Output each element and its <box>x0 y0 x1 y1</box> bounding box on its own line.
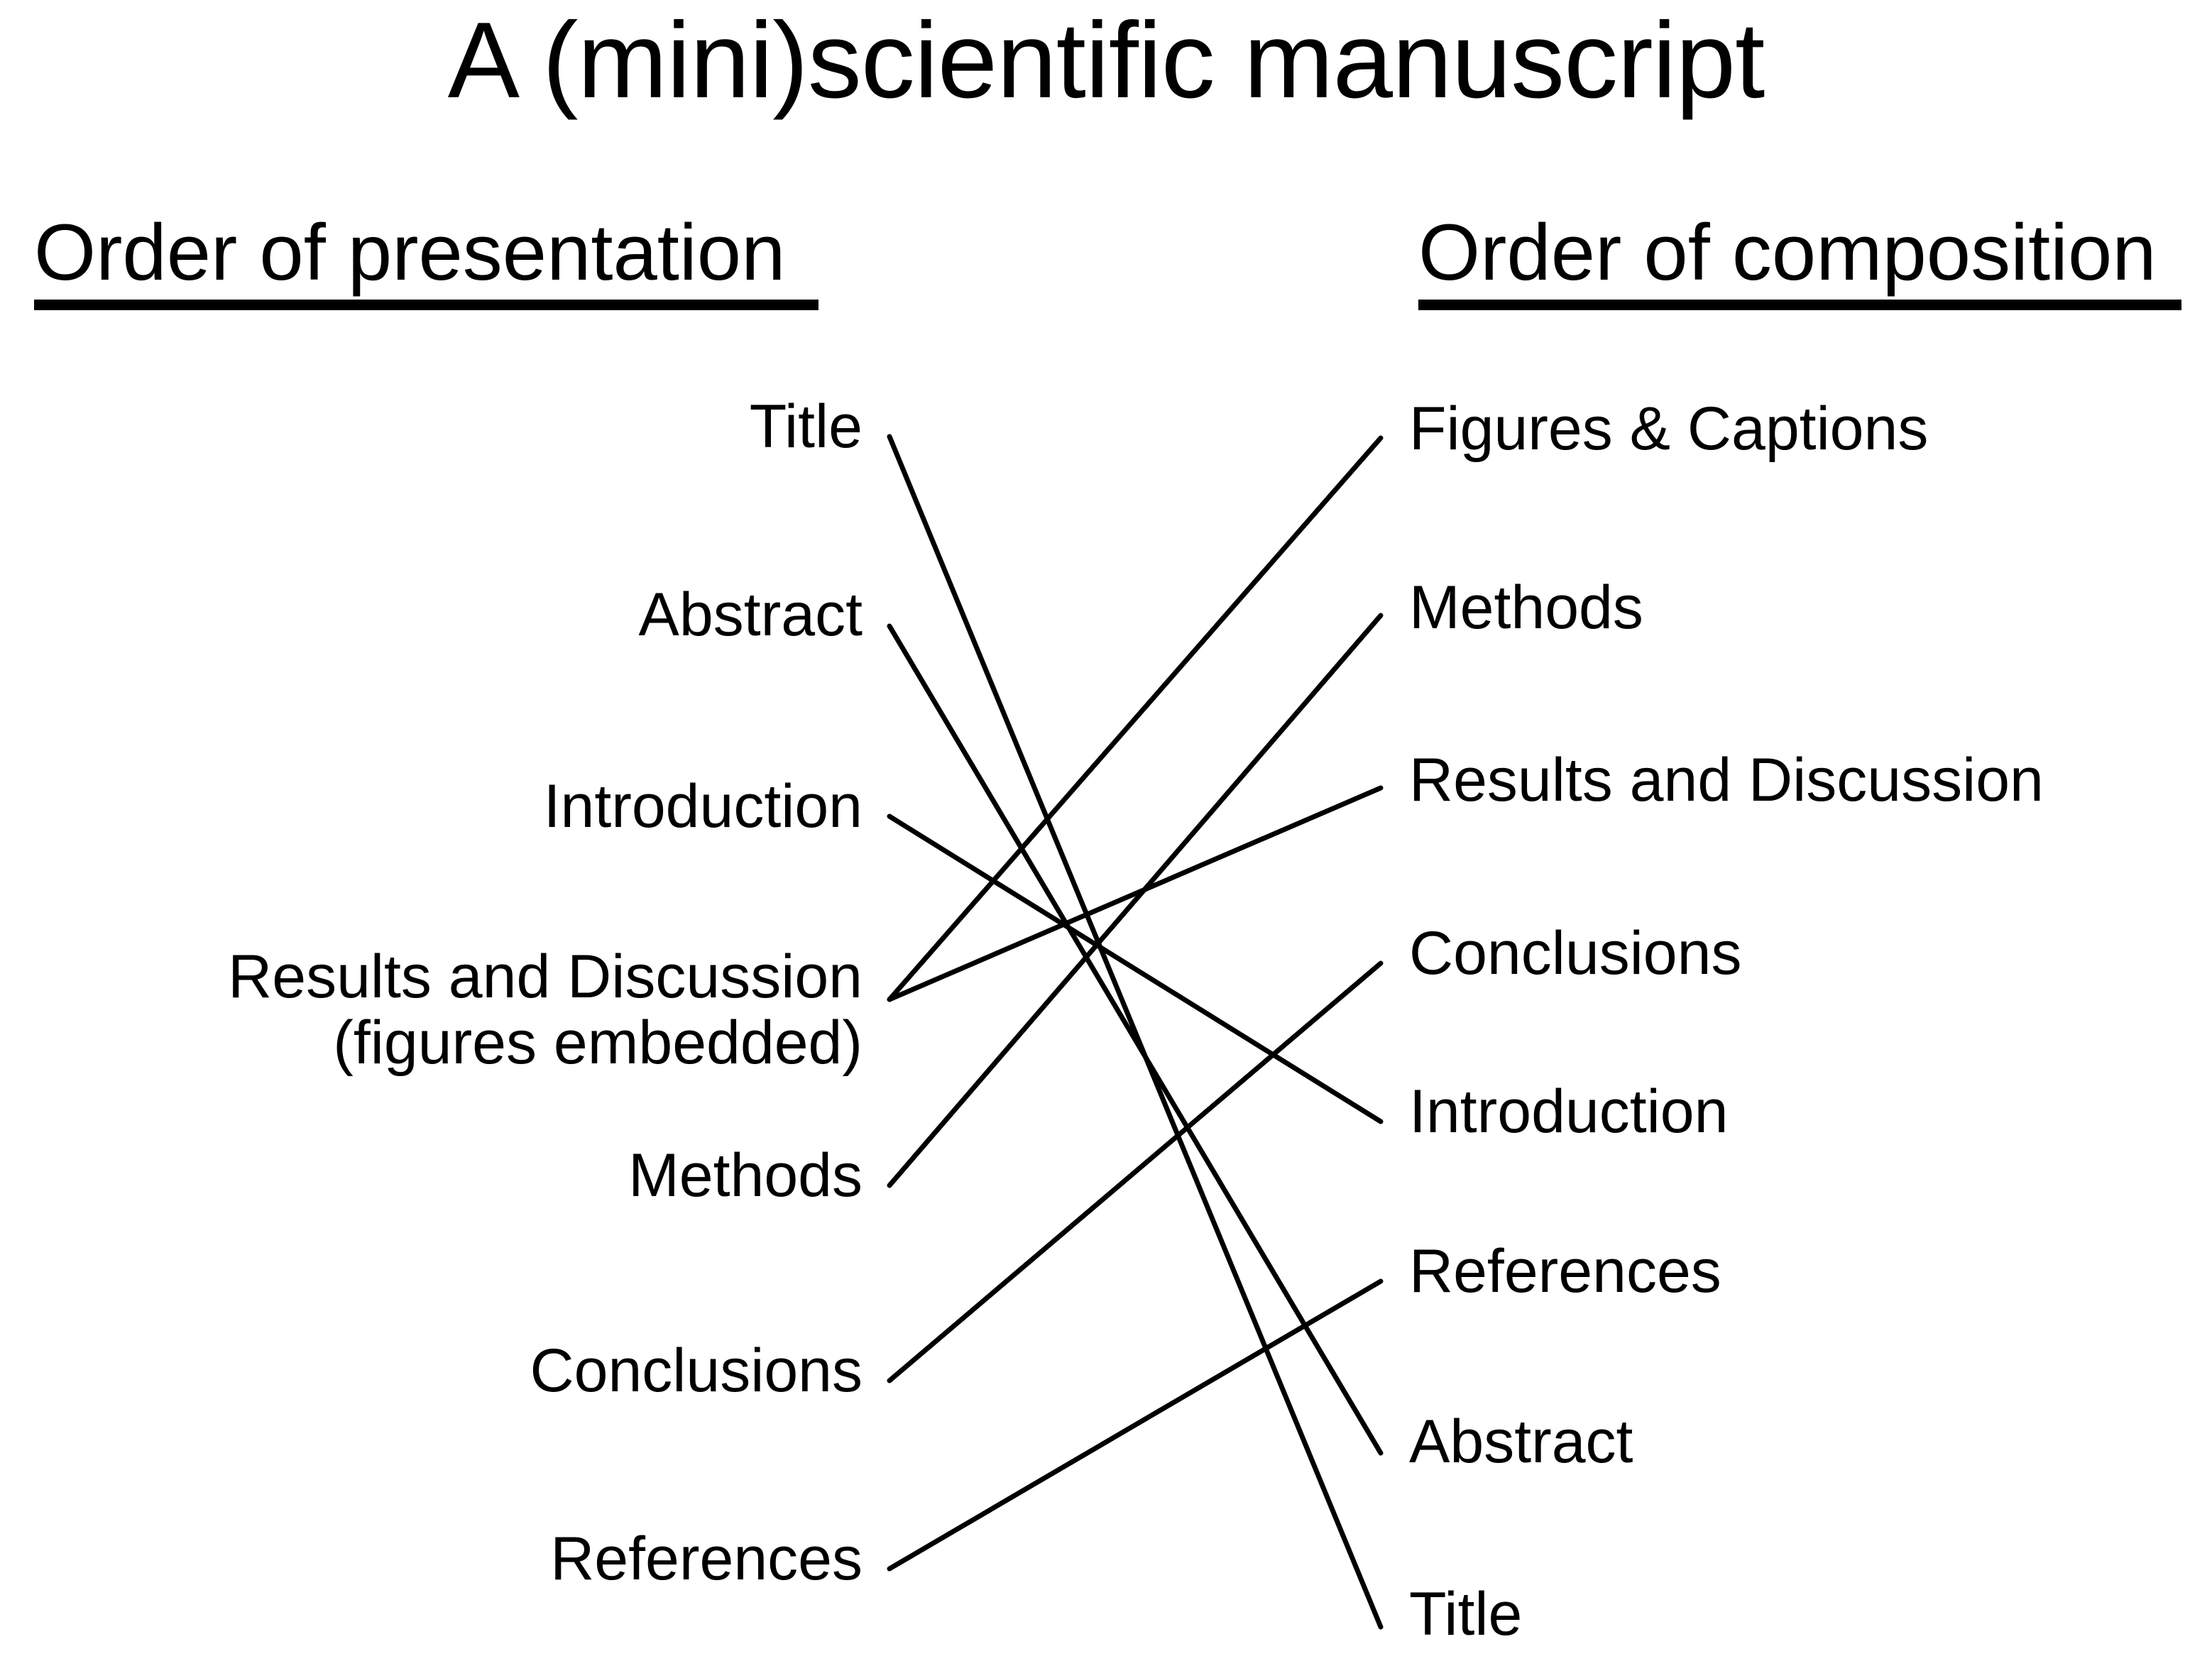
left-item-label: Conclusions <box>530 1337 863 1405</box>
left-item-label: Results and Discussion <box>228 943 863 1011</box>
connector-line <box>887 435 1384 1002</box>
right-item-methods[interactable]: Methods <box>1409 575 1643 641</box>
right-item-label: Figures & Captions <box>1409 395 1929 463</box>
left-item-label: Methods <box>628 1141 863 1210</box>
connector-line <box>887 960 1384 1383</box>
right-item-introduction[interactable]: Introduction <box>1409 1079 1728 1145</box>
right-item-label: Abstract <box>1409 1408 1633 1476</box>
right-item-figures-and-captions[interactable]: Figures & Captions <box>1409 396 1928 462</box>
right-item-abstract[interactable]: Abstract <box>1409 1409 1633 1475</box>
connector-line <box>887 785 1384 1002</box>
connector-line <box>887 613 1384 1188</box>
connector-line <box>887 434 1384 1630</box>
right-item-title[interactable]: Title <box>1409 1582 1522 1648</box>
right-item-label: Title <box>1409 1580 1523 1648</box>
left-item-label: Title <box>749 393 863 461</box>
connector-line <box>887 623 1384 1456</box>
column-heading-order-of-presentation: Order of presentation <box>34 213 818 310</box>
column-heading-right-text: Order of composition <box>1418 208 2157 297</box>
column-heading-right-underline <box>1418 300 2181 310</box>
left-item-label: Introduction <box>543 772 863 840</box>
left-item-conclusions[interactable]: Conclusions <box>530 1338 863 1404</box>
connector-line <box>887 1278 1384 1572</box>
page-title: A (mini)scientific manuscript <box>447 0 1765 121</box>
column-heading-left-text: Order of presentation <box>34 208 786 297</box>
right-item-references[interactable]: References <box>1409 1239 1721 1305</box>
left-item-methods[interactable]: Methods <box>628 1143 863 1209</box>
left-item-title[interactable]: Title <box>750 394 863 460</box>
left-item-introduction[interactable]: Introduction <box>544 774 863 840</box>
connector-line <box>887 813 1384 1124</box>
left-item-label: References <box>550 1525 863 1593</box>
left-item-results-and-discussion[interactable]: Results and Discussion (figures embedded… <box>228 944 863 1076</box>
left-item-abstract[interactable]: Abstract <box>639 582 863 648</box>
right-item-label: References <box>1409 1237 1721 1305</box>
right-item-label: Methods <box>1409 574 1643 642</box>
left-item-references[interactable]: References <box>550 1526 863 1592</box>
column-heading-left-underline <box>34 300 818 310</box>
right-item-conclusions[interactable]: Conclusions <box>1409 921 1741 987</box>
column-heading-order-of-composition: Order of composition <box>1418 213 2181 310</box>
right-item-results-and-discussion[interactable]: Results and Discussion <box>1409 747 2044 813</box>
right-column: Figures & Captions Methods Results and D… <box>1409 0 2212 1666</box>
left-column: Title Abstract Introduction Results and … <box>0 0 863 1666</box>
right-item-label: Conclusions <box>1409 919 1742 987</box>
left-item-label: Abstract <box>638 581 863 649</box>
left-item-sublabel: (figures embedded) <box>333 1008 863 1077</box>
right-item-label: Results and Discussion <box>1409 746 2044 814</box>
right-item-label: Introduction <box>1409 1078 1729 1146</box>
